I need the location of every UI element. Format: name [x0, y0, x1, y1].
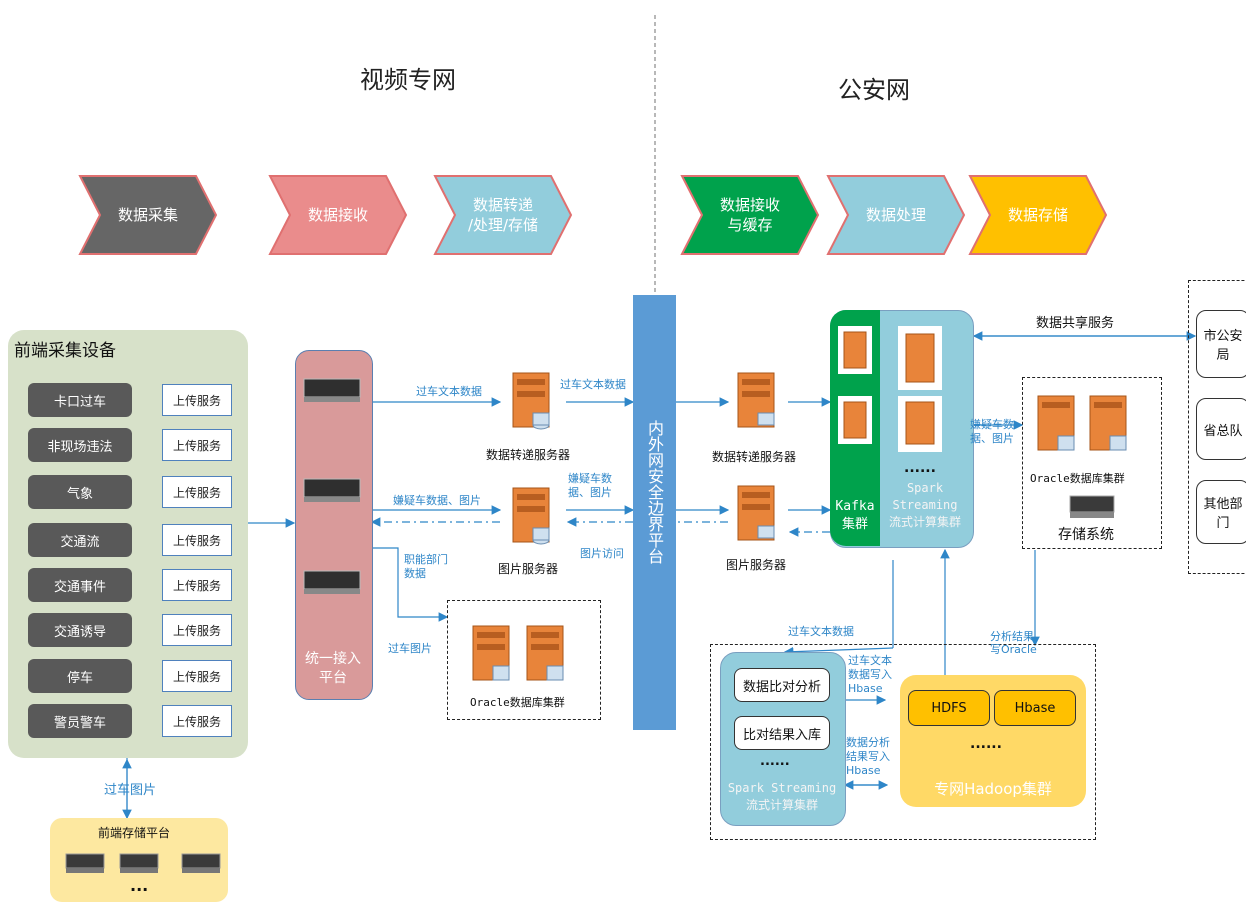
access-platform-label: 统一接入 平台	[305, 651, 361, 686]
server-icon	[737, 372, 775, 428]
police-oracle-label: Oracle数据库集群	[1030, 472, 1125, 485]
upload-service-5: 上传服务	[162, 569, 232, 601]
video-image-server-label: 图片服务器	[498, 562, 559, 576]
stage-arrow-buffer	[680, 175, 820, 255]
label-image-access: 图片访问	[580, 547, 624, 560]
label-boundary-suspect: 嫌疑车数 据、图片	[568, 472, 612, 499]
upload-service-2: 上传服务	[162, 429, 232, 461]
server-icon	[838, 326, 942, 452]
front-device-title: 前端采集设备	[14, 341, 116, 361]
rack-server-icon	[303, 378, 361, 594]
processing-area-box	[710, 644, 1096, 840]
label-write-hbase: 过车文本 数据写入 Hbase	[848, 654, 892, 695]
compare-result-storage: 比对结果入库	[734, 716, 830, 750]
upload-service-6: 上传服务	[162, 614, 232, 646]
label-video-suspect: 嫌疑车数据、图片	[393, 494, 481, 507]
boundary-label: 内外网安全边界平台	[645, 420, 664, 564]
label-pass-image-front: 过车图片	[104, 783, 157, 798]
stage-arrow-transfer	[433, 175, 573, 255]
storage-system-icon	[1069, 495, 1115, 518]
upload-service-1: 上传服务	[162, 384, 232, 416]
data-compare-analysis: 数据比对分析	[734, 668, 830, 702]
stage-label-buffer: 数据接收 与缓存	[719, 196, 780, 234]
stage-arrow-collect	[78, 175, 218, 255]
stage-label-transfer: 数据转递 /处理/存储	[467, 196, 539, 234]
video-transfer-server-label: 数据转递服务器	[486, 448, 571, 462]
label-boundary-pass-text: 过车文本数据	[560, 378, 626, 391]
police-transfer-server-label: 数据转递服务器	[712, 450, 797, 464]
front-storage-more: ...	[130, 876, 149, 895]
device-weather: 气象	[28, 475, 132, 509]
upload-service-7: 上传服务	[162, 660, 232, 692]
label-video-pass-image: 过车图片	[388, 642, 432, 655]
video-oracle-cluster-box	[447, 600, 601, 720]
hadoop-dots: ......	[970, 736, 1002, 752]
stage-label-receive: 数据接收	[307, 206, 368, 224]
video-oracle-cluster-label: Oracle数据库集群	[470, 696, 565, 709]
front-storage-title: 前端存储平台	[98, 826, 171, 840]
device-traffic-guidance: 交通诱导	[28, 613, 132, 647]
label-police-pass-text: 过车文本数据	[788, 625, 854, 638]
consumer-box	[1188, 280, 1246, 574]
hbase-node: Hbase	[994, 690, 1076, 726]
stage-arrow-process	[826, 175, 966, 255]
label-analysis-oracle: 分析结果 写Oracle	[990, 630, 1037, 656]
stage-label-process: 数据处理	[865, 206, 926, 224]
consumer-city-bureau: 市公安 局	[1196, 310, 1246, 378]
storage-system-label: 存储系统	[1058, 527, 1114, 543]
police-image-server-label: 图片服务器	[726, 558, 787, 572]
device-traffic-flow: 交通流	[28, 523, 132, 557]
police-network-title: 公安网	[838, 76, 910, 104]
spark-main-label: Spark Streaming 流式计算集群	[888, 481, 961, 529]
stage-label-collect: 数据采集	[117, 206, 178, 224]
device-offsite-violation: 非现场违法	[28, 428, 132, 462]
stage-arrows	[78, 175, 1108, 255]
police-oracle-box	[1022, 377, 1162, 549]
consumer-other-dept: 其他部 门	[1196, 480, 1246, 544]
server-icon	[512, 372, 550, 430]
upload-service-8: 上传服务	[162, 705, 232, 737]
device-parking: 停车	[28, 659, 132, 693]
stage-label-store: 数据存储	[1007, 206, 1068, 224]
upload-service-3: 上传服务	[162, 476, 232, 508]
spark-sub-dots: ......	[760, 754, 790, 769]
label-analysis-hbase: 数据分析 结果写入 Hbase	[846, 736, 890, 777]
unified-access-platform	[295, 350, 373, 700]
label-video-pass-text: 过车文本数据	[416, 385, 482, 398]
upload-service-4: 上传服务	[162, 524, 232, 556]
video-network-title: 视频专网	[360, 66, 456, 94]
hadoop-label: 专网Hadoop集群	[934, 780, 1052, 798]
data-share-service-label: 数据共享服务	[1036, 316, 1115, 331]
device-checkpoint: 卡口过车	[28, 383, 132, 417]
hdfs-node: HDFS	[908, 690, 990, 726]
server-icon	[737, 485, 775, 541]
spark-sub-label: Spark Streaming 流式计算集群	[727, 781, 837, 812]
spark-main-dots: ......	[904, 460, 936, 476]
server-icon	[1037, 395, 1127, 451]
server-icon	[512, 487, 550, 545]
server-icon	[472, 625, 564, 681]
stage-arrow-receive	[268, 175, 408, 255]
device-police-vehicle: 警员警车	[28, 704, 132, 738]
rack-server-icon	[65, 853, 221, 873]
security-boundary-platform	[633, 295, 676, 730]
device-traffic-event: 交通事件	[28, 568, 132, 602]
consumer-province-team: 省总队	[1196, 398, 1246, 460]
label-dept-data: 职能部门 数据	[404, 553, 448, 580]
label-police-suspect: 嫌疑车数 据、图片	[970, 418, 1014, 445]
kafka-label: Kafka 集群	[835, 499, 875, 532]
stage-arrow-store	[968, 175, 1108, 255]
